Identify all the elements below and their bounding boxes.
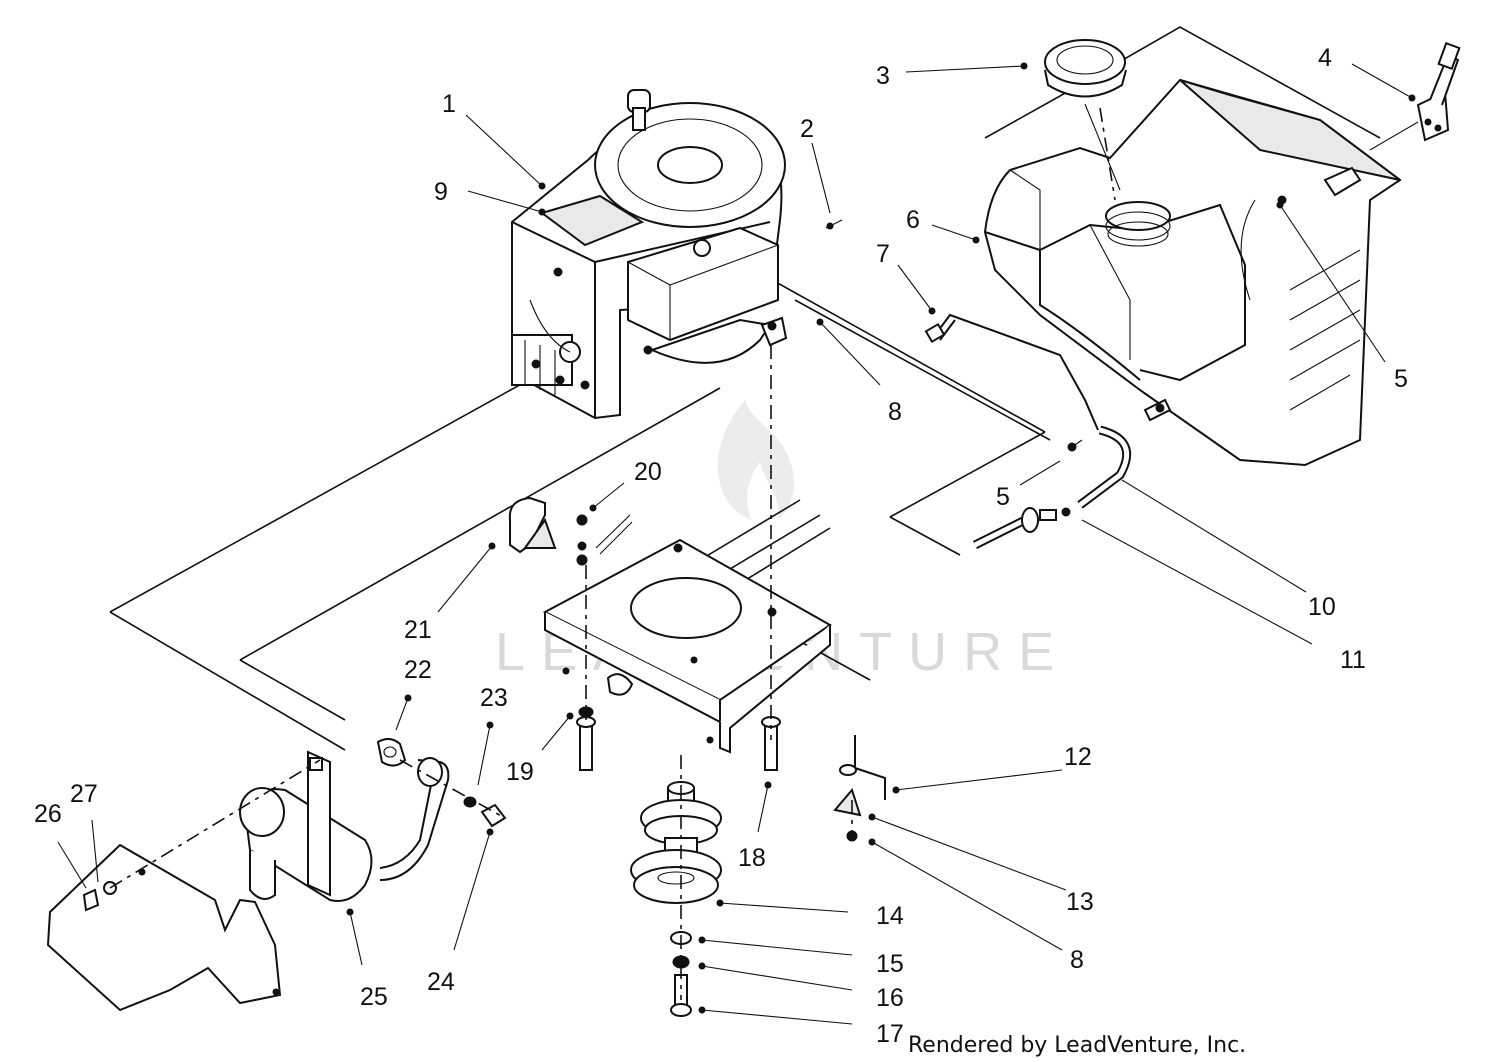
callout-16: 16: [876, 984, 904, 1012]
muffler-assembly: [239, 738, 507, 902]
fuel-cap: [1044, 39, 1127, 191]
callout-23: 23: [480, 684, 508, 712]
callout-25: 25: [360, 983, 388, 1011]
callout-24: 24: [427, 968, 455, 996]
fuel-tank-assembly: [983, 78, 1402, 467]
callout-18: 18: [738, 844, 766, 872]
fuel-lines: [924, 313, 1172, 550]
engine-mount-plate: [542, 538, 832, 754]
leader-lines: [57, 62, 1416, 1025]
throttle-control: [1369, 41, 1461, 151]
callout-17: 17: [876, 1020, 904, 1048]
assembly-lines: [399, 107, 1116, 832]
callout-6: 6: [906, 206, 920, 234]
callout-1: 1: [442, 90, 456, 118]
callout-22: 22: [404, 656, 432, 684]
callout-15: 15: [876, 950, 904, 978]
callout-12: 12: [1064, 743, 1092, 771]
callout-11: 11: [1340, 646, 1366, 674]
callout-19: 19: [506, 758, 534, 786]
callout-8-upper: 8: [888, 398, 902, 426]
callout-5-line: 5: [996, 483, 1010, 511]
heat-shield: [46, 759, 321, 1012]
callout-5-tank: 5: [1394, 365, 1408, 393]
watermark-flame-icon: [717, 400, 795, 520]
callout-labels: 1 2 3 4 5 5 6 7 8 8 9 10 11 12 13 14 15 …: [34, 44, 1408, 1048]
callout-3: 3: [876, 62, 890, 90]
callout-13: 13: [1066, 888, 1094, 916]
callout-21: 21: [404, 616, 432, 644]
engine: [511, 89, 788, 420]
callout-10: 10: [1308, 593, 1336, 621]
callout-8-lower: 8: [1070, 946, 1084, 974]
callout-2: 2: [800, 115, 814, 143]
callout-26: 26: [34, 800, 62, 828]
pulley-assembly: [630, 755, 722, 1017]
callout-20: 20: [634, 458, 662, 486]
callout-14: 14: [876, 902, 904, 930]
callout-7: 7: [876, 240, 890, 268]
callout-27: 27: [70, 780, 98, 808]
callout-9: 9: [434, 178, 448, 206]
render-credit: Rendered by LeadVenture, Inc.: [908, 1033, 1246, 1058]
callout-4: 4: [1318, 44, 1332, 72]
clips: [508, 496, 886, 842]
